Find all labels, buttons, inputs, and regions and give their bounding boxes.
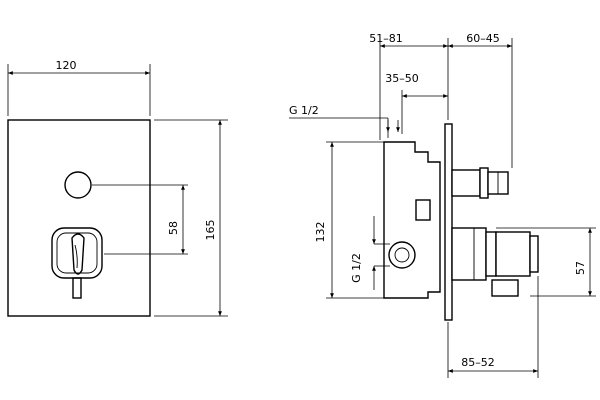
- dim-51-81-label: 51–81: [369, 32, 403, 45]
- dim-60-45-label: 60–45: [466, 32, 500, 45]
- dim-outlet-thread: G 1/2: [350, 216, 390, 290]
- dim-35-50-label: 35–50: [385, 72, 419, 85]
- inlet-port-icon: [388, 241, 416, 269]
- dim-60-45: 60–45: [448, 32, 513, 168]
- front-plate: [7, 119, 151, 317]
- dim-57-label: 57: [574, 261, 587, 275]
- diverter-button: [64, 171, 92, 199]
- dim-51-81: 51–81: [369, 32, 449, 140]
- valve-body: [383, 141, 441, 299]
- upper-outlet: [451, 167, 509, 199]
- side-view: G 1/2 51–81 60–45 35–50: [289, 32, 596, 378]
- inlet-thread-label: G 1/2: [289, 104, 319, 117]
- front-width-label: 120: [56, 59, 77, 72]
- dim-85-52: 85–52: [447, 276, 539, 378]
- dim-57: 57: [496, 227, 596, 297]
- dim-button-handle: 58: [92, 184, 188, 255]
- dim-width: 120: [7, 59, 151, 116]
- outlet-thread-label: G 1/2: [350, 253, 363, 283]
- front-height-label: 165: [204, 220, 217, 241]
- dim-132: 132: [314, 141, 384, 299]
- dim-height: 165: [154, 119, 228, 317]
- dim-35-50: 35–50: [385, 72, 448, 134]
- cartridge: [451, 227, 539, 297]
- dim-132-label: 132: [314, 222, 327, 243]
- handle-knob-icon: [51, 227, 103, 299]
- dim-inlet-thread: G 1/2: [289, 104, 400, 138]
- front-58-label: 58: [167, 221, 180, 235]
- dim-85-52-label: 85–52: [461, 356, 495, 369]
- side-plate: [444, 123, 453, 321]
- front-view: 120 165 58: [7, 59, 228, 317]
